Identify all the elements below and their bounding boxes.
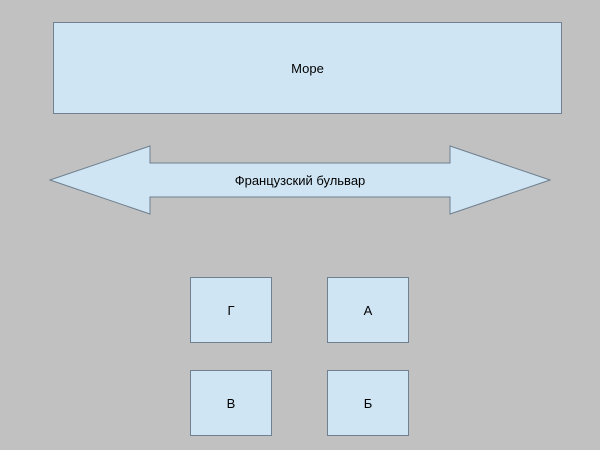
house-label-b: Б xyxy=(363,395,373,411)
boulevard-arrow: Французский бульвар xyxy=(49,145,551,215)
house-square-b: Б xyxy=(327,370,409,436)
house-label-v: В xyxy=(226,395,236,411)
house-label-g: Г xyxy=(227,302,235,318)
house-square-v: В xyxy=(190,370,272,436)
boulevard-label: Французский бульвар xyxy=(234,172,366,188)
house-label-a: А xyxy=(363,302,373,318)
house-square-a: А xyxy=(327,277,409,343)
sea-rectangle: Море xyxy=(53,22,562,114)
sea-label: Море xyxy=(291,60,324,76)
house-square-g: Г xyxy=(190,277,272,343)
double-arrow-icon xyxy=(49,145,551,215)
